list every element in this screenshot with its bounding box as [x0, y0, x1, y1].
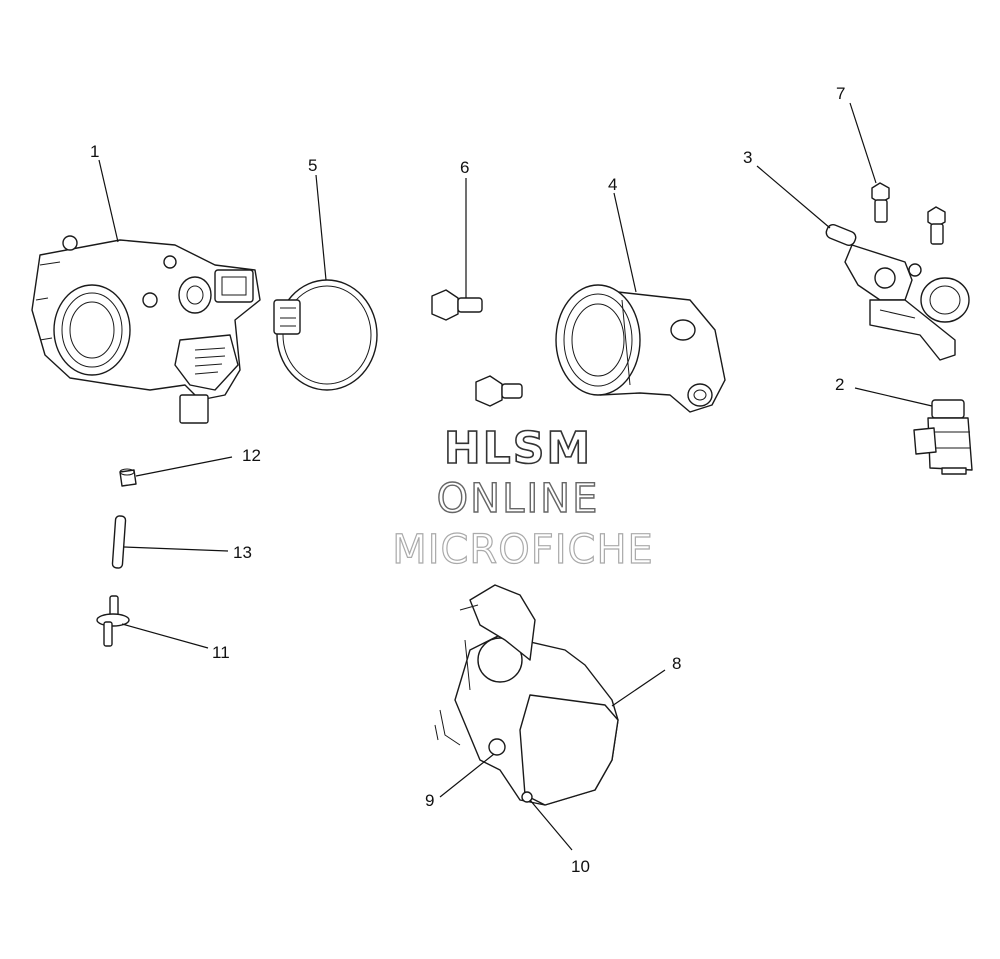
screw-part[interactable]	[871, 182, 890, 223]
inlet-adapter-part[interactable]	[555, 284, 726, 413]
pin-part[interactable]	[111, 515, 127, 569]
cap-part[interactable]	[119, 468, 137, 487]
callout-11: 11	[212, 643, 230, 662]
bolt-part-lower[interactable]	[475, 375, 523, 407]
callout-7: 7	[836, 84, 845, 103]
watermark-line-3: MICROFICHE	[392, 527, 654, 573]
fuel-rail-part[interactable]	[824, 223, 970, 361]
screw-part-right[interactable]	[927, 206, 946, 245]
callout-12: 12	[242, 446, 261, 465]
callout-5: 5	[308, 156, 317, 175]
callout-9: 9	[425, 791, 434, 810]
actuator-cover-part[interactable]	[434, 584, 619, 806]
leader-lines	[98, 102, 933, 851]
callout-4: 4	[608, 175, 617, 194]
watermark-line-1: HLSM	[444, 423, 592, 474]
valve-stem-part[interactable]	[96, 595, 130, 647]
throttle-body-part[interactable]	[31, 235, 261, 424]
bolt-part[interactable]	[431, 289, 483, 321]
callout-2: 2	[835, 375, 844, 394]
fuel-injector-part[interactable]	[913, 399, 973, 475]
callout-6: 6	[460, 158, 469, 177]
callout-10: 10	[571, 857, 590, 876]
callout-3: 3	[743, 148, 752, 167]
watermark-line-2: ONLINE	[437, 476, 600, 522]
callout-1: 1	[90, 142, 99, 161]
callout-8: 8	[672, 654, 681, 673]
callout-13: 13	[233, 543, 252, 562]
hose-clamp-part[interactable]	[273, 279, 378, 391]
